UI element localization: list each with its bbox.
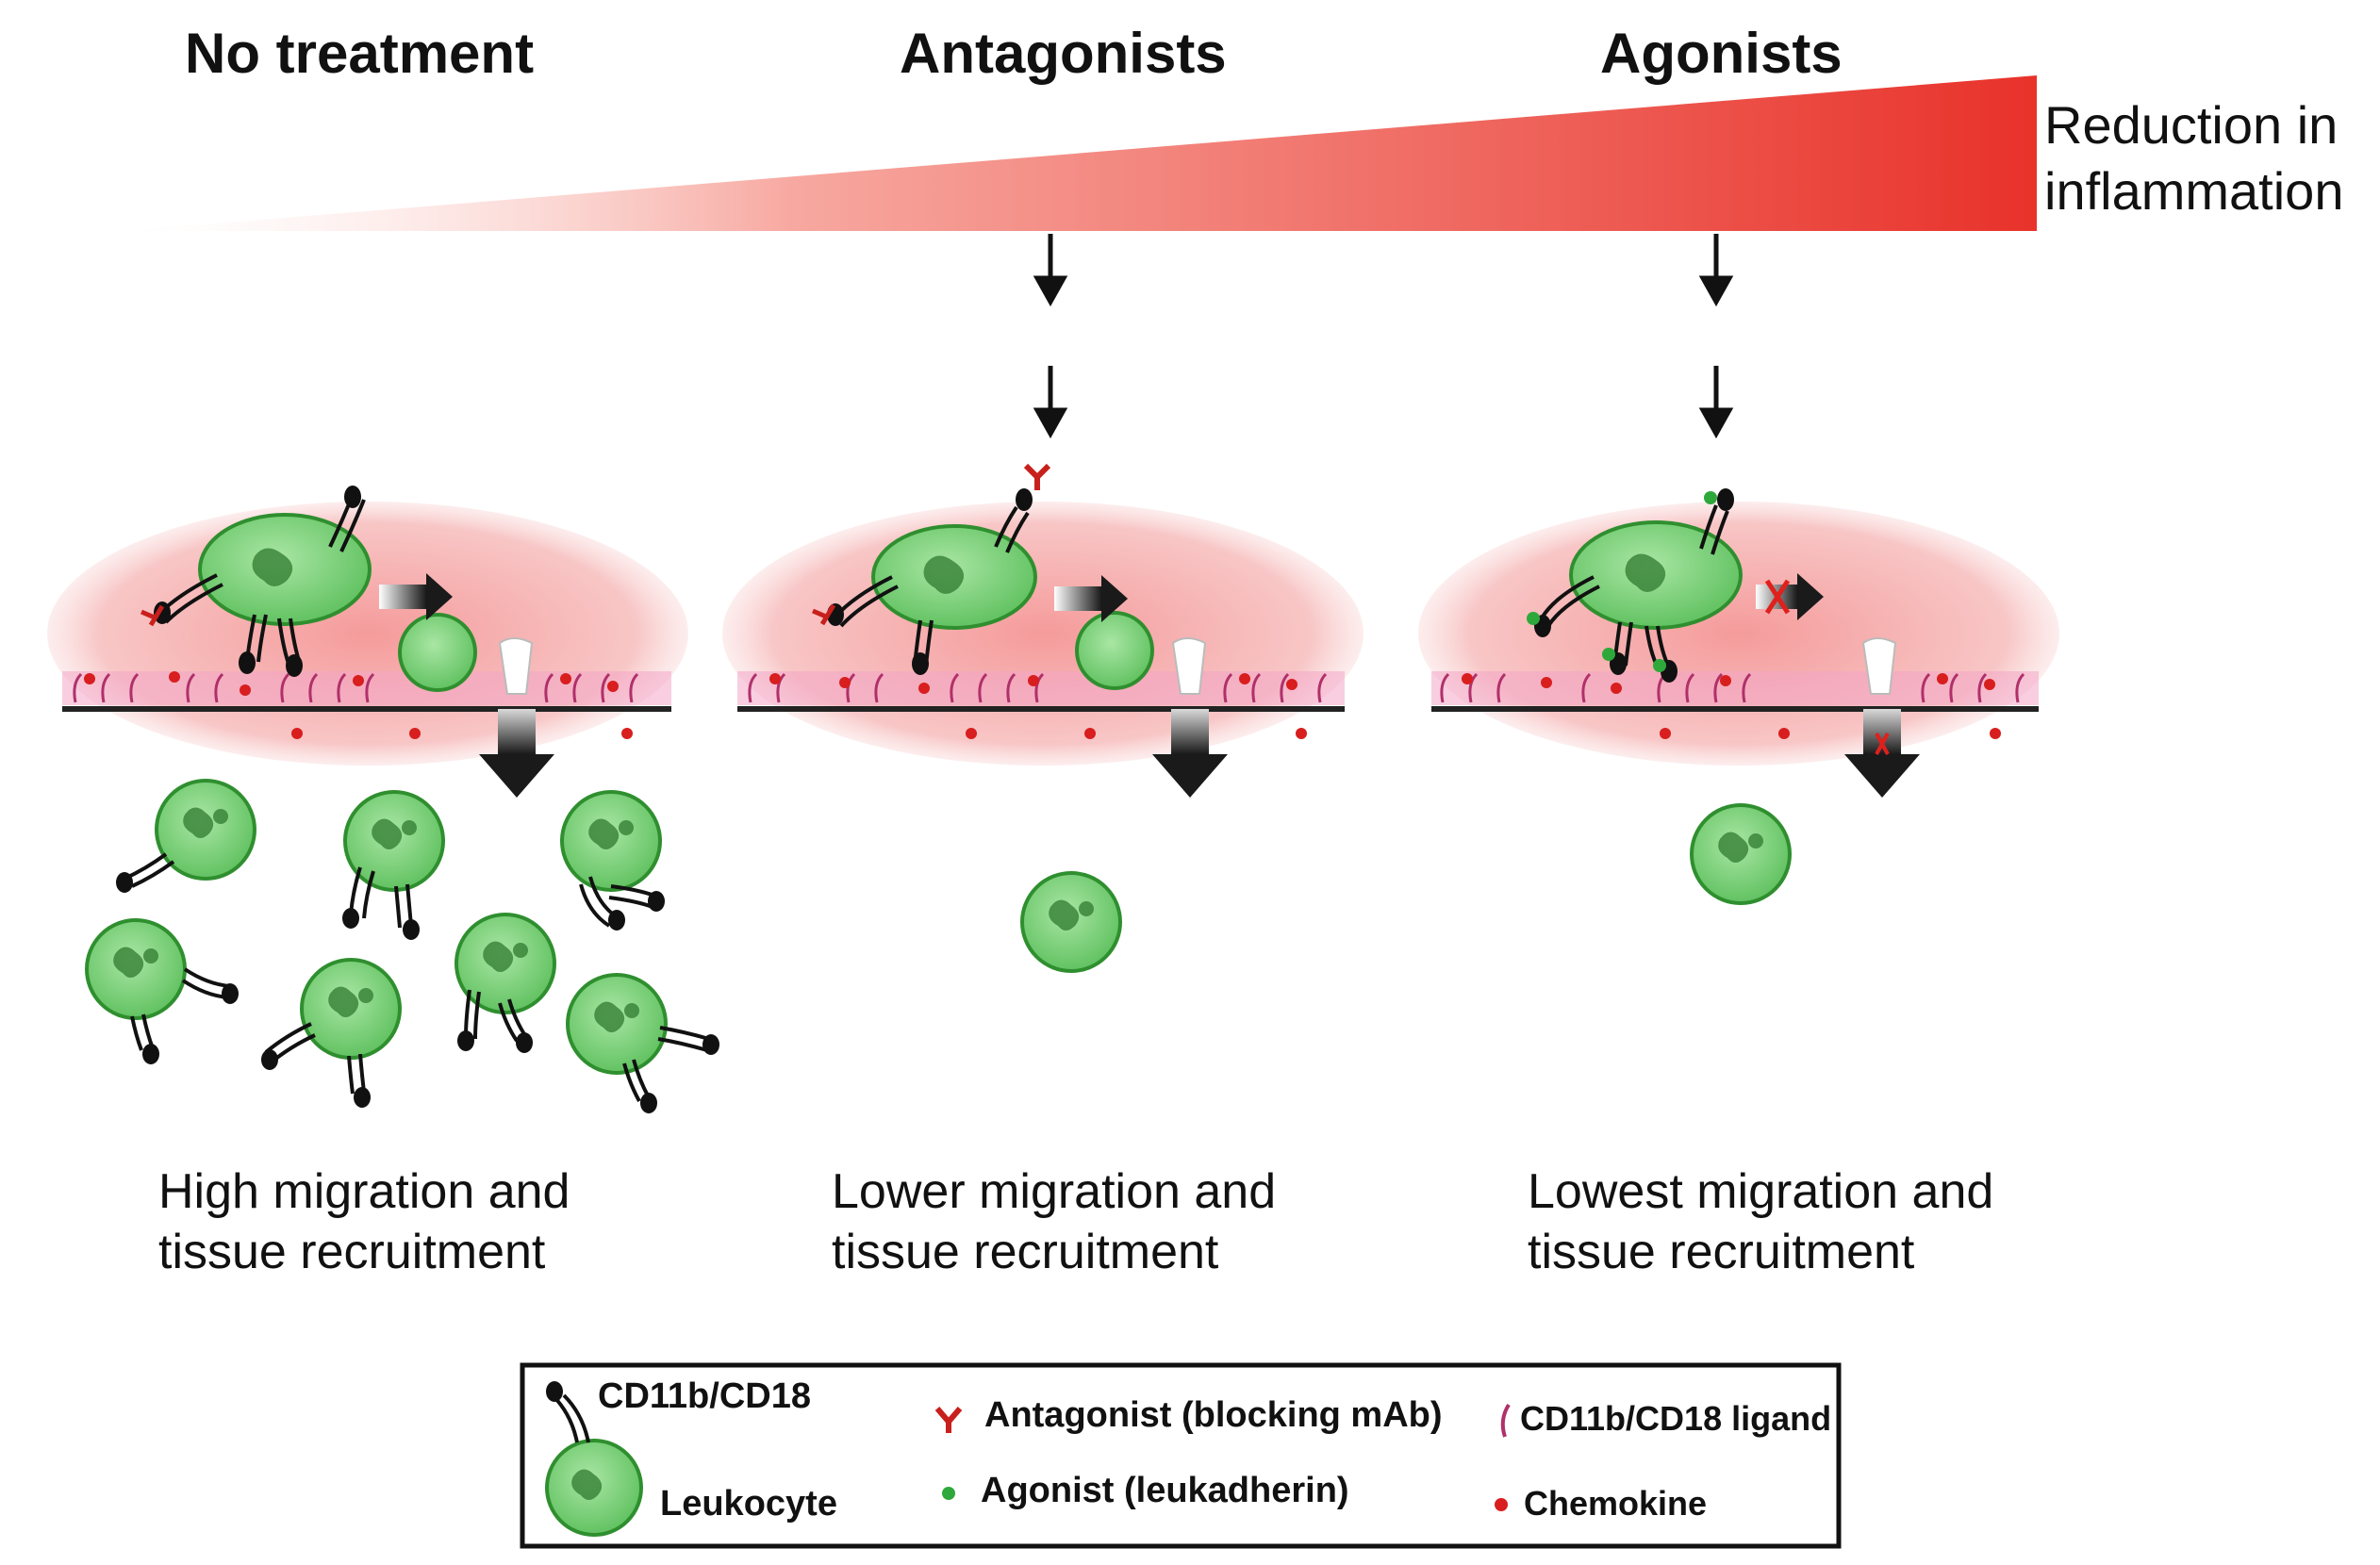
legend-agonist-label: Agonist (leukadherin) [981,1471,1349,1510]
gradient-label: Reduction in inflammation [2044,92,2343,224]
legend-antagonist-label: Antagonist (blocking mAb) [984,1395,1443,1435]
chemokine-icon [1495,1498,1508,1511]
header-no-treatment: No treatment [185,22,535,85]
panel-agonists [1418,488,2059,905]
inflammation-gradient [123,75,2037,231]
caption-line1: Lowest migration and [1528,1164,1994,1219]
caption-no-treatment: High migration and tissue recruitment [158,1161,570,1282]
legend-integrin-label: CD11b/CD18 [598,1376,811,1416]
gradient-label-line1: Reduction in [2044,95,2339,155]
caption-line2: tissue recruitment [158,1225,546,1279]
legend-ligand-label: CD11b/CD18 ligand [1520,1399,1832,1438]
caption-line1: Lower migration and [832,1164,1277,1219]
panel-no-treatment [47,486,688,798]
caption-line1: High migration and [158,1164,570,1219]
ligand-icon [1500,1403,1511,1438]
caption-line2: tissue recruitment [832,1225,1219,1279]
legend-chemokine-label: Chemokine [1524,1484,1708,1523]
panel-antagonists [722,463,1364,973]
gradient-label-line2: inflammation [2044,161,2344,221]
migrated-leukocytes [85,779,719,1113]
legend-leukocyte-label: Leukocyte [660,1484,837,1524]
legend-leukocyte-icon [545,1381,643,1537]
down-arrows-agonists [1698,234,1734,439]
header-antagonists: Antagonists [900,22,1227,85]
legend-box [520,1362,1842,1549]
agonist-icon [942,1487,955,1500]
caption-line2: tissue recruitment [1528,1225,1915,1279]
down-arrows-antagonists [1033,234,1068,439]
caption-antagonists: Lower migration and tissue recruitment [832,1161,1276,1282]
header-agonists: Agonists [1600,22,1843,85]
caption-agonists: Lowest migration and tissue recruitment [1528,1161,1993,1282]
antagonist-icon [934,1407,963,1433]
